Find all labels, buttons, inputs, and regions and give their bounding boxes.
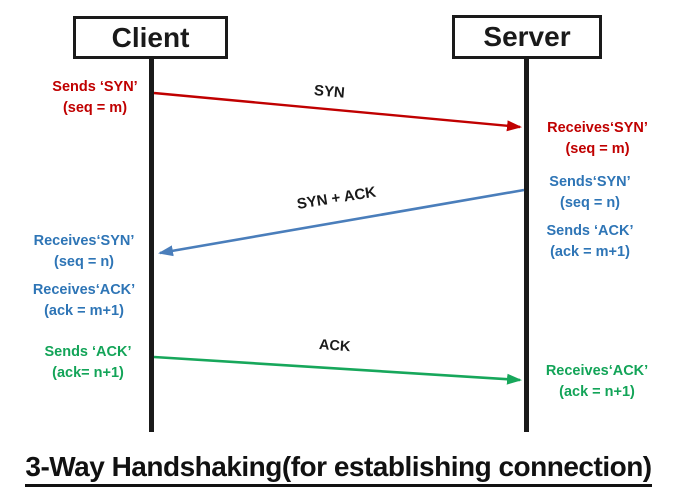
note-line: (seq = n) xyxy=(53,254,115,270)
client-label: Client xyxy=(111,21,190,53)
note-line: Receives‘ACK’ xyxy=(545,363,649,379)
note-server-receives-syn: Receives‘SYN’ (seq = m) xyxy=(535,118,660,160)
server-label: Server xyxy=(483,21,571,52)
note-line: (ack = n+1) xyxy=(559,384,635,400)
ack-arrow-label: ACK xyxy=(318,337,351,356)
note-line: Sends ‘SYN’ xyxy=(52,79,138,95)
note-line: Sends‘SYN’ xyxy=(549,174,631,190)
note-client-receives-syn: Receives‘SYN’ (seq = n) xyxy=(24,231,144,273)
syn-ack-arrow xyxy=(158,188,525,257)
note-line: Receives‘ACK’ xyxy=(32,282,136,298)
note-line: Sends ‘ACK’ xyxy=(44,344,132,360)
note-line: (ack = m+1) xyxy=(44,303,124,319)
note-line: (seq = m) xyxy=(62,100,128,116)
server-actor-box: Server xyxy=(452,15,602,59)
note-line: (seq = n) xyxy=(559,195,621,211)
note-server-receives-ack: Receives‘ACK’ (ack = n+1) xyxy=(536,361,658,403)
syn-arrow xyxy=(153,91,522,132)
note-line: Receives‘SYN’ xyxy=(547,120,648,136)
note-client-sends-ack: Sends ‘ACK’ (ack= n+1) xyxy=(28,342,148,384)
server-lifeline xyxy=(524,58,529,432)
note-line: (seq = m) xyxy=(565,141,630,157)
note-line: Sends ‘ACK’ xyxy=(546,223,634,239)
note-client-receives-ack: Receives‘ACK’ (ack = m+1) xyxy=(24,280,144,322)
diagram-title: 3-Way Handshaking(for establishing conne… xyxy=(0,451,677,487)
client-actor-box: Client xyxy=(73,16,228,59)
note-line: Receives‘SYN’ xyxy=(33,233,135,249)
note-line: (ack= n+1) xyxy=(52,365,124,381)
client-lifeline xyxy=(149,58,154,432)
note-client-sends-syn: Sends ‘SYN’ (seq = m) xyxy=(25,77,165,119)
note-server-sends-ack: Sends ‘ACK’ (ack = m+1) xyxy=(530,221,650,263)
ack-arrow xyxy=(153,355,522,385)
diagram-title-text: 3-Way Handshaking(for establishing conne… xyxy=(25,451,652,487)
note-server-sends-syn: Sends‘SYN’ (seq = n) xyxy=(530,172,650,214)
note-line: (ack = m+1) xyxy=(550,244,630,260)
syn-arrow-label: SYN xyxy=(313,82,346,102)
